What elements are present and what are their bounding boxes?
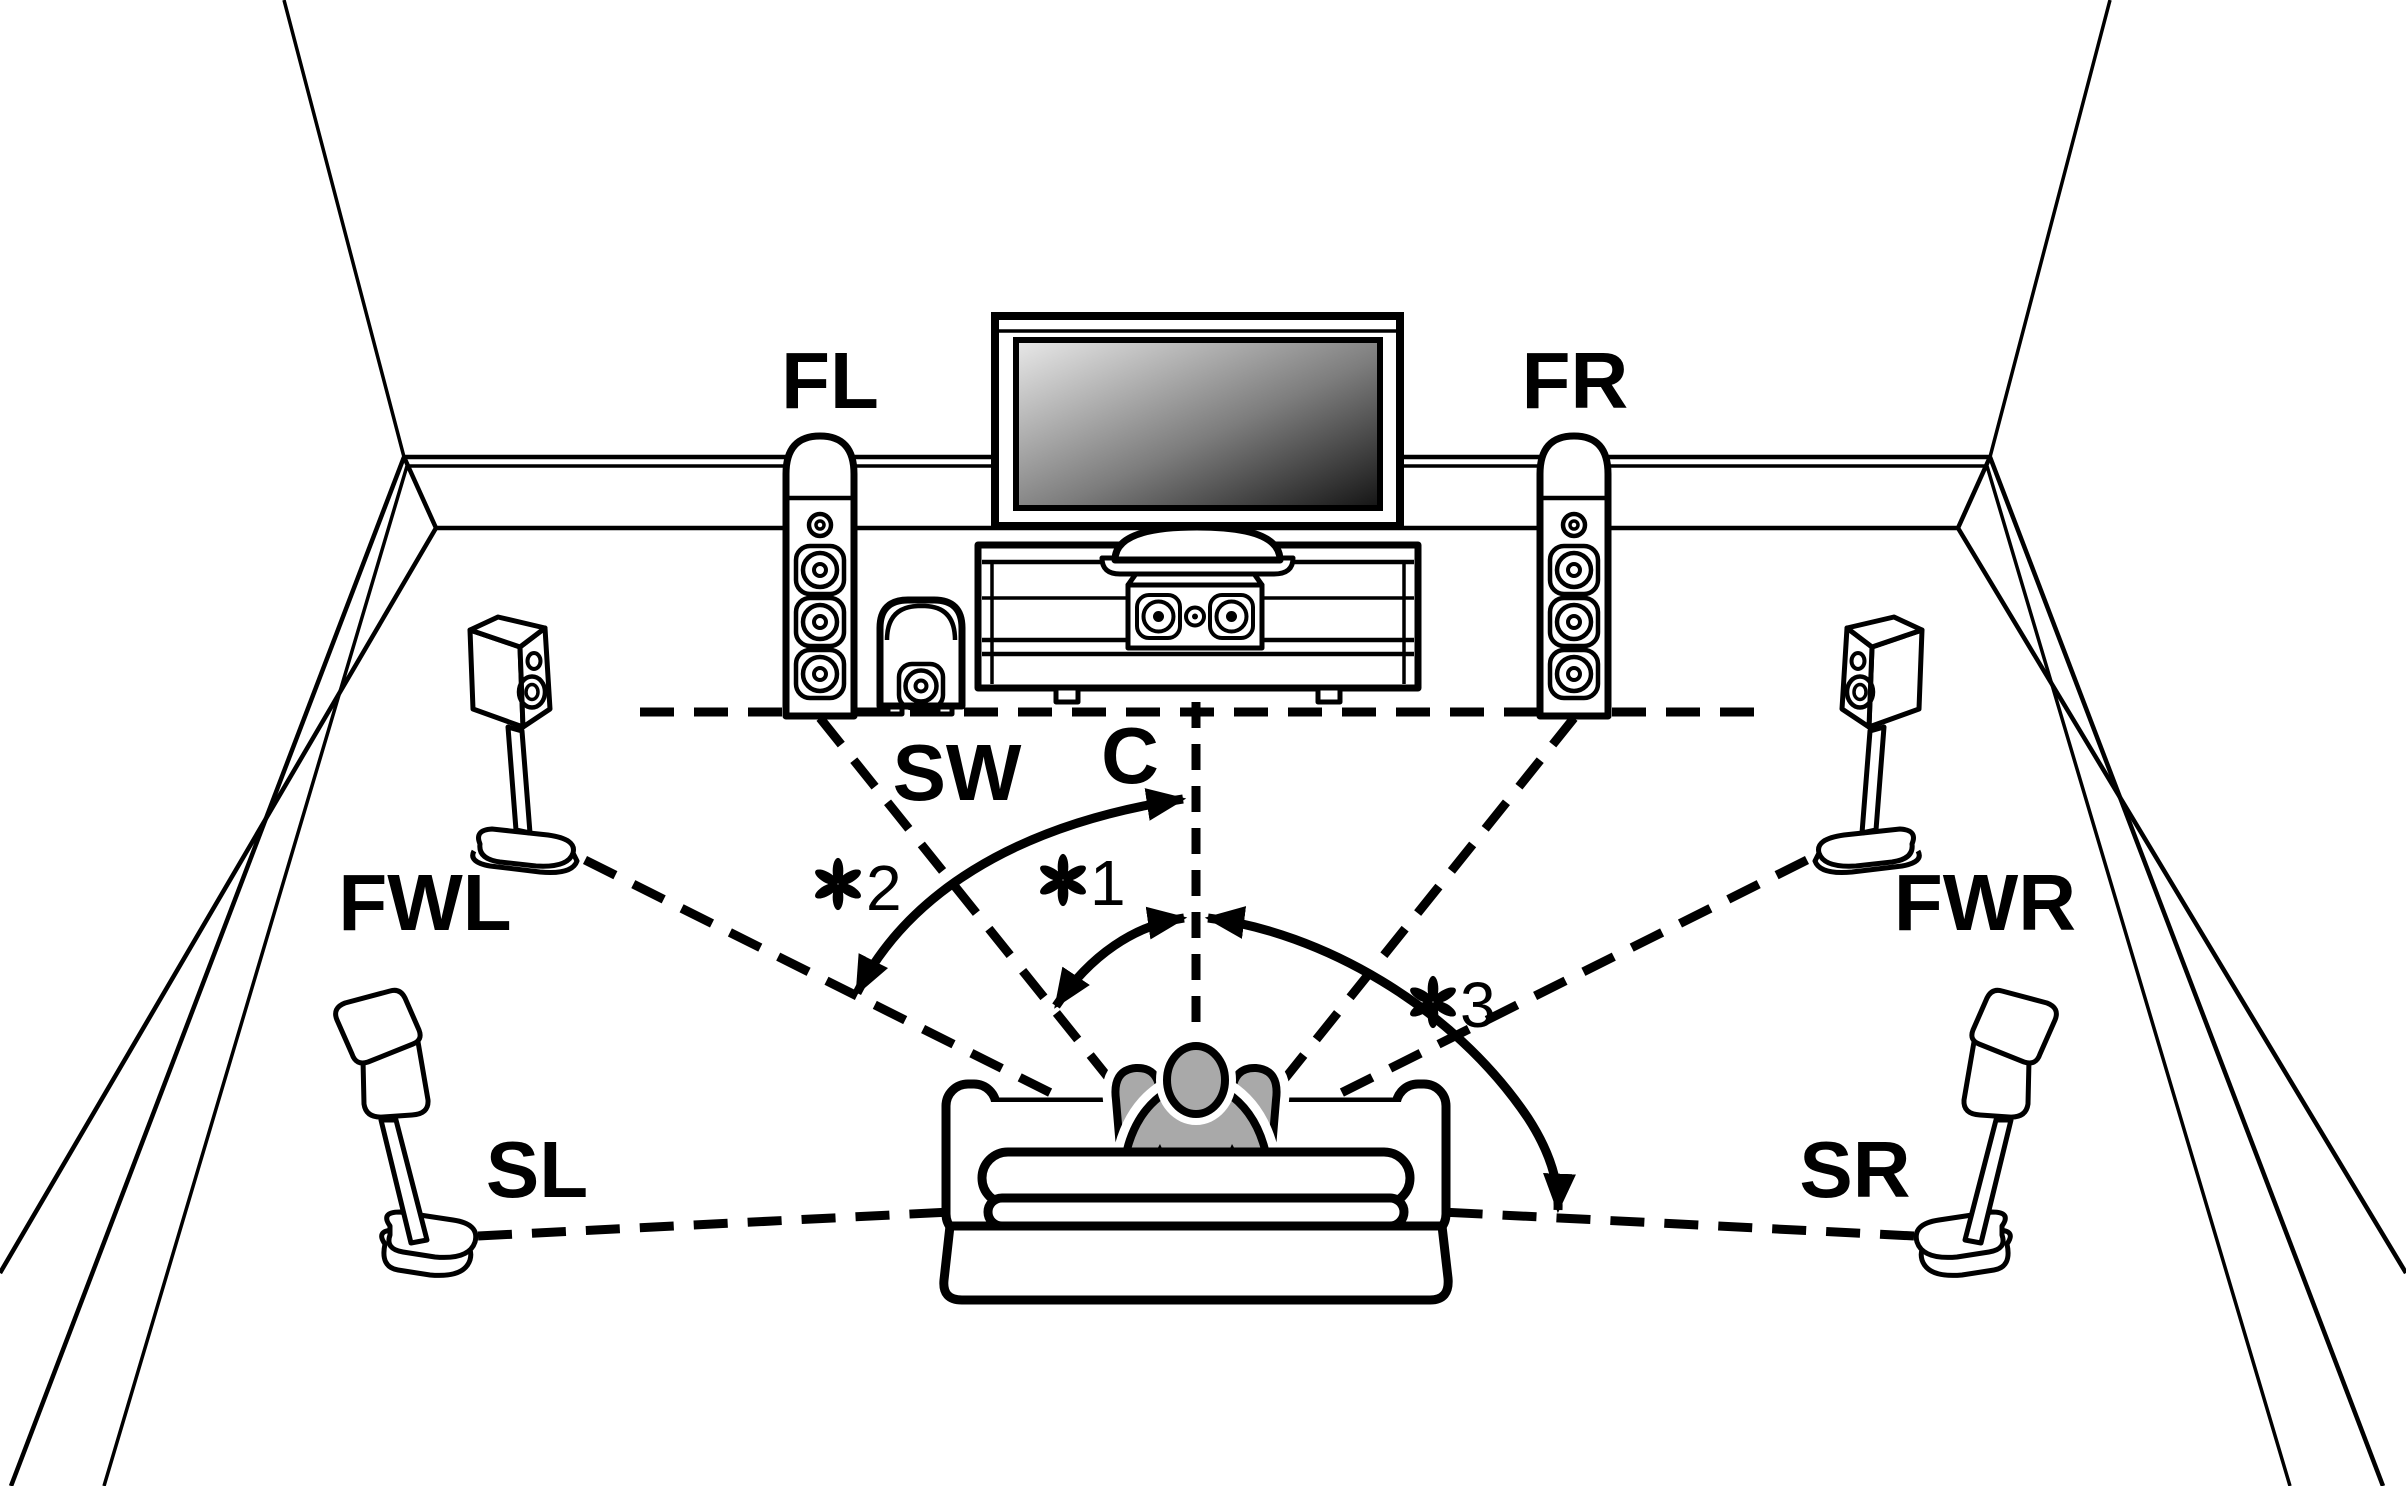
listener-head xyxy=(1163,1042,1229,1118)
cabinet-foot xyxy=(1315,685,1343,705)
angle-arc-1 xyxy=(1052,906,1188,1009)
label-subwoofer: SW xyxy=(893,728,1022,817)
subwoofer-icon xyxy=(876,596,966,717)
listener xyxy=(1102,1035,1290,1177)
label-center: C xyxy=(1101,711,1159,800)
left-wall-inner-line xyxy=(102,465,409,1486)
labels: FL FR SW C FWL FWR SL SR 1 2 3 xyxy=(338,336,2076,1214)
label-surround-left: SL xyxy=(486,1125,588,1214)
sofa-front xyxy=(939,1147,1453,1305)
label-front-wide-left: FWL xyxy=(338,858,511,947)
tv-screen xyxy=(1013,337,1383,511)
right-wall-inner-line xyxy=(1985,465,2292,1486)
tweeter-icon xyxy=(1184,605,1206,628)
front-wide-right-listener-line xyxy=(1284,855,1810,1125)
angle-arcs xyxy=(852,788,1576,1214)
right-ceiling-corner-line xyxy=(1988,0,2112,458)
label-surround-right: SR xyxy=(1799,1125,1910,1214)
label-front-right: FR xyxy=(1522,336,1629,425)
surround-left-speaker xyxy=(336,990,476,1275)
angle-arc-3 xyxy=(1204,906,1576,1214)
left-wall-top-line xyxy=(8,456,407,1486)
annotation-3-number: 3 xyxy=(1460,969,1496,1041)
front-right-speaker xyxy=(1540,436,1608,716)
woofer-icon xyxy=(1208,593,1255,640)
right-wall-top-line xyxy=(1987,456,2386,1486)
center-speaker-icon xyxy=(1125,565,1265,651)
front-right-listener-line xyxy=(1275,715,1578,1089)
left-wall-baseboard-line xyxy=(0,526,438,1275)
annotation-1: 1 xyxy=(1037,847,1126,919)
left-wall-corner-edge xyxy=(401,456,439,529)
surround-left-listener-line xyxy=(477,1207,951,1241)
label-front-wide-right: FWR xyxy=(1894,858,2076,947)
tv xyxy=(991,312,1404,577)
left-ceiling-corner-line xyxy=(282,0,406,458)
surround-right-speaker xyxy=(1916,990,2056,1275)
label-front-left: FL xyxy=(781,336,879,425)
sofa-base xyxy=(939,1221,1453,1305)
right-wall-baseboard-line xyxy=(1956,526,2406,1275)
annotation-1-number: 1 xyxy=(1090,847,1126,919)
front-wide-left-speaker xyxy=(470,617,577,873)
annotation-2-number: 2 xyxy=(866,852,902,924)
woofer-icon xyxy=(896,661,946,711)
front-wide-right-speaker xyxy=(1815,617,1922,873)
cabinet-foot xyxy=(1053,685,1081,705)
surround-right-listener-line xyxy=(1441,1207,1915,1241)
annotation-3: 3 xyxy=(1407,969,1496,1041)
woofer-icon xyxy=(1135,593,1182,640)
front-wide-left-listener-line xyxy=(582,855,1108,1125)
right-wall-corner-edge xyxy=(1955,456,1993,529)
annotation-2: 2 xyxy=(812,852,902,924)
angle-arc-2 xyxy=(852,788,1187,996)
tv-pedestal-dome xyxy=(1111,523,1284,564)
front-left-speaker xyxy=(786,436,854,716)
